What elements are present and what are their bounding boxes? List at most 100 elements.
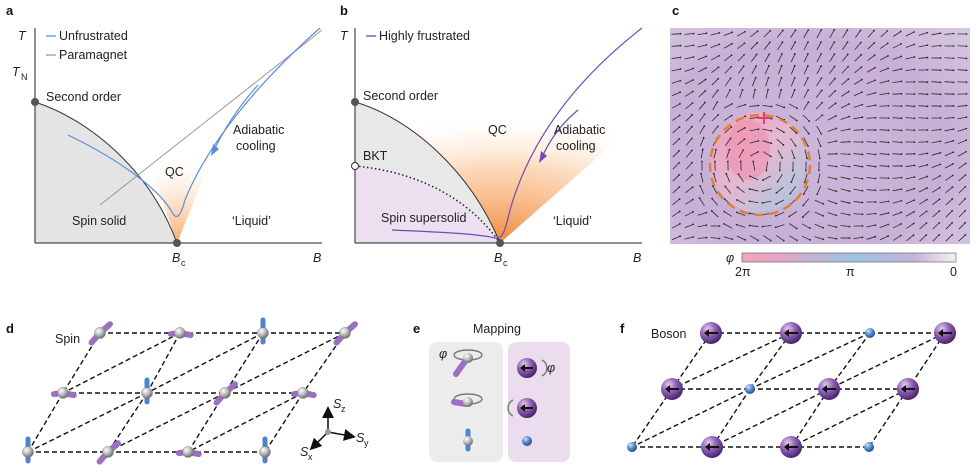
spin-arrow-head (775, 191, 778, 194)
spin-arrow (749, 140, 759, 144)
spin-arrow (879, 165, 889, 167)
spin-arrow (866, 104, 876, 108)
spin-arrow-head (755, 65, 758, 67)
spin-arrow-head (847, 65, 849, 68)
spin-arrow (790, 65, 796, 75)
bc-point-b (496, 239, 504, 247)
axis-sx: S (300, 445, 309, 459)
spin-arrow-head (913, 187, 916, 190)
spin-arrow (775, 127, 785, 133)
spin-arrow (737, 186, 745, 194)
spin-arrow (723, 31, 733, 37)
spin-arrow-head (859, 41, 862, 44)
spin-arrow-head (780, 64, 783, 67)
spin-arrow (932, 222, 940, 230)
spin-arrow (918, 152, 928, 156)
spin-arrow (711, 114, 719, 122)
spin-arrow-head (714, 160, 716, 163)
spin-arrow-head (757, 150, 759, 153)
spin-arrow-head (678, 210, 681, 213)
spin-arrow-head (691, 186, 694, 189)
spin-arrow (736, 127, 746, 133)
axis-sz-sub: z (341, 404, 346, 414)
spin-arrow-head (691, 90, 694, 93)
colorbar-tick-2pi: 2π (735, 265, 751, 279)
lattice-bond (631, 388, 751, 448)
spin-arrow-head (754, 76, 757, 79)
spin-arrow-head (900, 92, 903, 95)
spin-arrow-head (874, 79, 877, 82)
spin-arrow (737, 54, 745, 62)
spin-arrow-head (801, 216, 804, 218)
spin-arrow (905, 105, 915, 107)
spin-arrow-head (702, 136, 705, 139)
spin-arrow-head (900, 129, 903, 132)
spin-arrow-head (767, 88, 769, 91)
spin-arrow (892, 129, 902, 131)
spin-arrow (855, 30, 861, 38)
spin-arrow (751, 77, 757, 87)
spin-arrow (671, 103, 681, 109)
boson-phase-arrowhead (705, 443, 710, 451)
spin-arrow (789, 115, 797, 121)
spin-arrow-head (712, 172, 715, 175)
spin-arrow-head (780, 76, 783, 79)
spin-arrow-head (939, 151, 942, 154)
spin-arrow (905, 129, 915, 131)
panel-a-label: a (6, 3, 14, 18)
spin-arrow-head (965, 69, 968, 72)
spin-arrow-head (835, 202, 838, 205)
spin-arrow (816, 65, 822, 75)
spin-arrow-head (939, 57, 942, 59)
spin-arrow-head (833, 41, 836, 43)
tn-sub: N (21, 72, 28, 82)
liquid-label-a: ‘Liquid’ (232, 214, 271, 228)
lattice-bond (146, 332, 264, 394)
spin-arrow (804, 173, 808, 183)
boson-phase-arrowhead (901, 385, 906, 393)
spin-arrow-head (952, 93, 955, 96)
spin-arrow (892, 223, 902, 229)
spin-arrow (672, 174, 680, 182)
lattice-bond (711, 388, 830, 448)
spin-site (57, 387, 69, 399)
spin-arrow (919, 222, 927, 230)
spin-arrow (723, 223, 733, 229)
axis-sx-sub: x (308, 452, 313, 462)
spin-arrow-head (679, 68, 682, 70)
spin-arrow (842, 42, 848, 50)
spin-arrow-head (820, 41, 822, 43)
lattice-bond (828, 332, 871, 390)
panel-c-label: c (672, 3, 679, 18)
spin-arrow-head (887, 177, 890, 179)
spin-arrow-head (818, 157, 821, 160)
spin-arrow (778, 77, 782, 87)
spin-arrow-head (887, 212, 890, 214)
bc-point-a (173, 239, 181, 247)
spin-arrow (827, 236, 837, 240)
spin-arrow (671, 223, 681, 229)
spin-supersolid-label: Spin supersolid (381, 211, 467, 225)
spin-arrow-head (873, 29, 875, 32)
spin-arrow-head (964, 234, 967, 236)
spin-arrow (777, 53, 783, 63)
spin-arrow-head (913, 93, 916, 96)
spin-arrow-head (913, 210, 915, 213)
spin-arrow-head (679, 222, 681, 225)
spin-arrow-head (756, 41, 759, 44)
spin-arrow (827, 212, 837, 216)
spin-arrow (685, 102, 693, 110)
spin-arrow-head (807, 29, 810, 32)
spin-arrow (932, 198, 940, 206)
spin-arrow-head (952, 116, 955, 119)
spin-arrow (931, 140, 941, 144)
spin-arrow-head (900, 68, 903, 70)
spin-arrow-head (703, 125, 706, 128)
spin-arrow-head (781, 29, 784, 32)
spin-arrow (918, 176, 928, 180)
spin-arrow-head (861, 116, 864, 119)
bkt-label: BKT (363, 149, 388, 163)
spin-arrow (684, 236, 694, 240)
qc-label-a: QC (165, 165, 184, 179)
spin-arrow-head (761, 201, 764, 204)
